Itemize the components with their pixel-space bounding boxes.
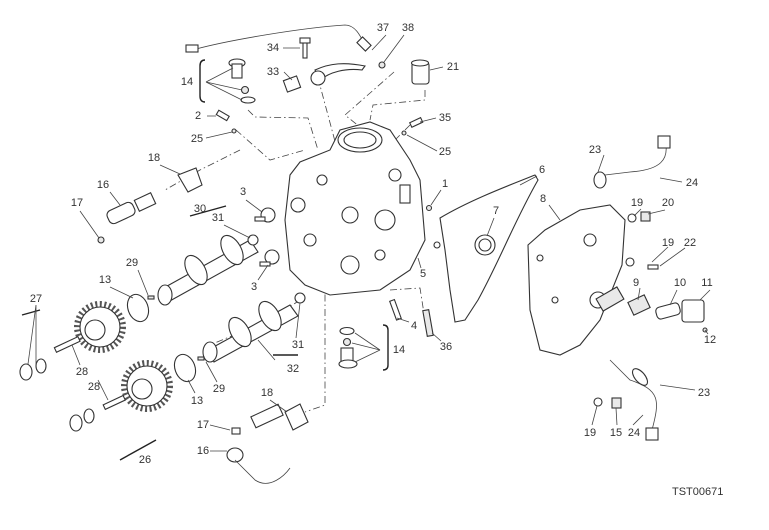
callout-7: 7 — [492, 205, 500, 217]
callout-6: 6 — [538, 164, 546, 176]
callout-10: 10 — [673, 277, 687, 289]
callout-5: 5 — [419, 268, 427, 280]
callout-23: 23 — [697, 387, 711, 399]
callout-19: 19 — [661, 237, 675, 249]
intake-sprocket — [74, 301, 126, 353]
callout-15: 15 — [609, 427, 623, 439]
callout-29: 29 — [212, 383, 226, 395]
callout-23: 23 — [588, 144, 602, 156]
callout-24: 24 — [685, 177, 699, 189]
callout-2: 2 — [194, 110, 202, 122]
callout-33: 33 — [266, 66, 280, 78]
callout-30: 30 — [193, 203, 207, 215]
callout-3: 3 — [239, 186, 247, 198]
sensor-wire — [195, 24, 366, 50]
callout-20: 20 — [661, 197, 675, 209]
timing-cover — [527, 204, 626, 356]
callout-32: 32 — [286, 363, 300, 375]
callout-35: 35 — [438, 112, 452, 124]
drawing-code: TST00671 — [672, 486, 724, 498]
callout-12: 12 — [703, 334, 717, 346]
callout-27: 27 — [29, 293, 43, 305]
cylinder-head — [284, 121, 426, 296]
callout-14: 14 — [392, 344, 406, 356]
callout-28: 28 — [75, 366, 89, 378]
callout-4: 4 — [410, 320, 418, 332]
callout-38: 38 — [401, 22, 415, 34]
callout-14: 14 — [180, 76, 194, 88]
callout-8: 8 — [539, 193, 547, 205]
callout-25: 25 — [190, 133, 204, 145]
callout-31: 31 — [211, 212, 225, 224]
callout-28: 28 — [87, 381, 101, 393]
callout-36: 36 — [439, 341, 453, 353]
callout-3: 3 — [250, 281, 258, 293]
callout-9: 9 — [632, 277, 640, 289]
callout-11: 11 — [701, 277, 713, 289]
callout-25: 25 — [438, 146, 452, 158]
callout-37: 37 — [376, 22, 390, 34]
callout-34: 34 — [266, 42, 280, 54]
callout-13: 13 — [98, 274, 112, 286]
callout-13: 13 — [190, 395, 204, 407]
assembly-lines — [164, 71, 426, 413]
callout-22: 22 — [683, 237, 697, 249]
intake-camshaft — [157, 234, 259, 306]
callout-24: 24 — [627, 427, 641, 439]
callout-31: 31 — [291, 339, 305, 351]
callout-26: 26 — [138, 454, 152, 466]
callout-18: 18 — [260, 387, 274, 399]
callout-17: 17 — [70, 197, 84, 209]
callout-16: 16 — [196, 445, 210, 457]
exhaust-camshaft — [202, 300, 299, 363]
callout-19: 19 — [630, 197, 644, 209]
callout-16: 16 — [96, 179, 110, 191]
connector — [185, 44, 199, 53]
exhaust-sprocket — [121, 360, 173, 412]
callout-19: 19 — [583, 427, 597, 439]
callout-18: 18 — [147, 152, 161, 164]
callout-29: 29 — [125, 257, 139, 269]
callout-1: 1 — [441, 178, 449, 190]
callout-17: 17 — [196, 419, 210, 431]
callout-21: 21 — [446, 61, 460, 73]
